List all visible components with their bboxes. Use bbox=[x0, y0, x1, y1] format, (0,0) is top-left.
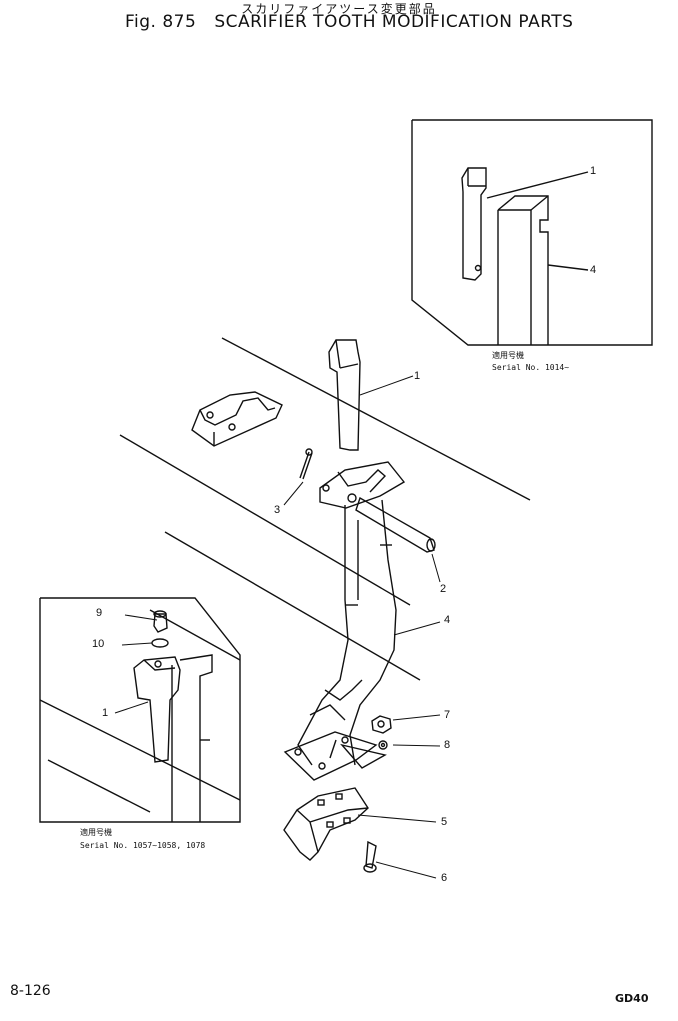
callout-10: 10 bbox=[92, 638, 105, 650]
leader-inset1 bbox=[486, 171, 589, 199]
inset-left-applicable-label: 適用号機 bbox=[80, 828, 112, 837]
figure-title-text: SCARIFIER TOOTH MODIFICATION PARTS bbox=[214, 12, 574, 32]
part-1-bar bbox=[328, 339, 361, 451]
inset-left-frame bbox=[39, 597, 241, 823]
tooth-base-plate bbox=[283, 731, 378, 781]
part-3-pin bbox=[299, 448, 313, 480]
part-4-shank bbox=[297, 499, 397, 766]
page-number: 8-126 bbox=[10, 983, 51, 999]
callout-3: 3 bbox=[274, 504, 281, 516]
part-8-washer bbox=[340, 740, 388, 769]
inset-top-part-4 bbox=[497, 195, 549, 345]
callout-2: 2 bbox=[440, 583, 447, 595]
part-7-nut bbox=[371, 715, 392, 734]
part-6-bolt bbox=[363, 840, 377, 873]
callout-1: 1 bbox=[414, 370, 421, 382]
japanese-title: スカリファイアツース変更部品 bbox=[241, 2, 437, 16]
callout-5: 5 bbox=[441, 816, 448, 828]
tooth-holder-top bbox=[319, 461, 406, 509]
callout-1-inset: 1 bbox=[590, 165, 597, 177]
inset-part-10-washer bbox=[151, 638, 169, 648]
callout-4-inset: 4 bbox=[590, 264, 597, 276]
leader-inset4 bbox=[547, 264, 589, 271]
blade-lines bbox=[119, 337, 531, 681]
inset-top-serial: Serial No. 1014~ bbox=[492, 363, 570, 372]
callout-9: 9 bbox=[96, 607, 103, 619]
inset-left-serial: Serial No. 1057~1058, 1078 bbox=[80, 841, 206, 850]
figure-title: Fig. 875 SCARIFIER TOOTH MODIFICATION PAR… bbox=[125, 12, 573, 32]
callout-8: 8 bbox=[444, 739, 451, 751]
callout-1-left: 1 bbox=[102, 707, 109, 719]
inset-left-part-1 bbox=[133, 654, 213, 822]
part-2-pin bbox=[355, 496, 436, 553]
figure-number: Fig. 875 bbox=[125, 12, 197, 32]
inset-top-applicable-label: 適用号機 bbox=[492, 351, 524, 360]
inset-top-part-1 bbox=[461, 167, 487, 281]
leaders-main bbox=[114, 375, 441, 879]
callout-7: 7 bbox=[444, 709, 451, 721]
part-5-tip bbox=[283, 787, 369, 861]
callout-4: 4 bbox=[444, 614, 451, 626]
inset-part-9-bolt bbox=[153, 610, 168, 633]
model-code: GD40 bbox=[615, 992, 649, 1005]
inset-left-lines bbox=[39, 609, 241, 813]
inset-top-frame bbox=[411, 119, 653, 346]
callout-6: 6 bbox=[441, 872, 448, 884]
bracket-holder bbox=[191, 391, 283, 447]
